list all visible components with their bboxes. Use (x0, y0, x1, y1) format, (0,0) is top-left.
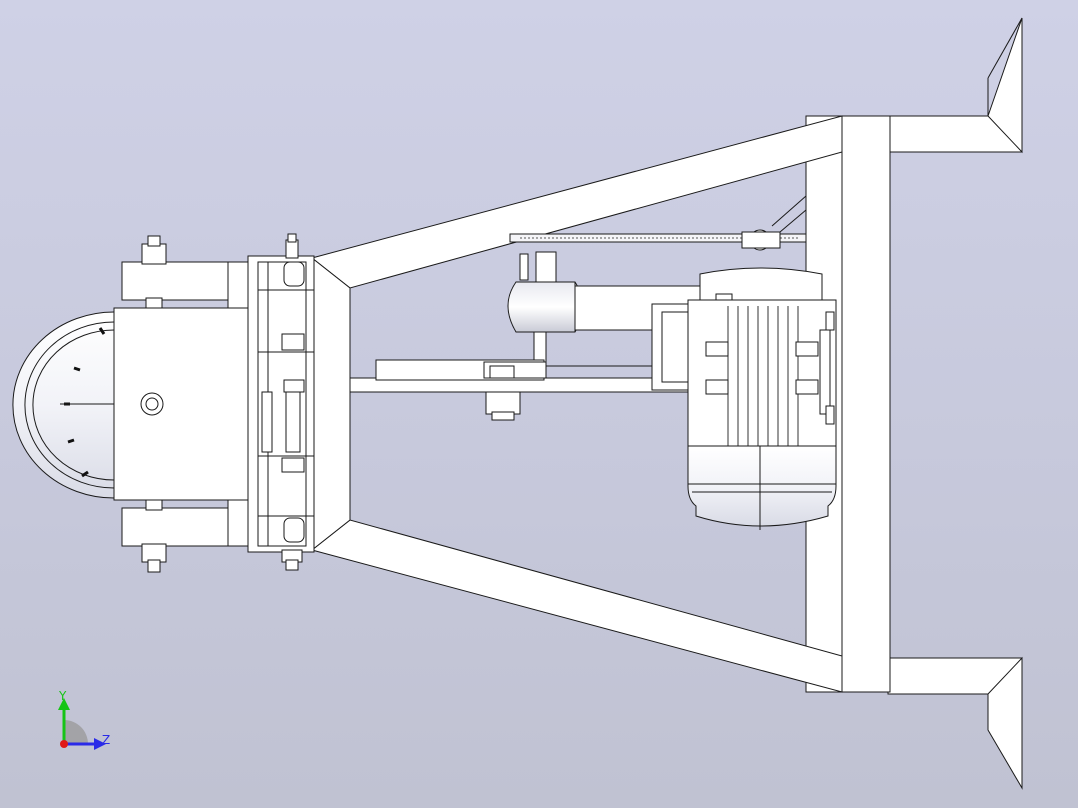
top-clamp-assembly (121, 235, 231, 309)
right-leg-bottom (887, 656, 1023, 790)
y-axis-arrowhead (58, 698, 70, 710)
frame-arm-lower (310, 519, 843, 693)
bracket-plates (247, 233, 315, 571)
view-orientation-triad[interactable]: Y Z (58, 689, 110, 750)
drive-belt (509, 229, 807, 251)
z-axis-label: Z (102, 733, 110, 747)
frame-arm-upper (310, 115, 843, 289)
drum-wheel (12, 311, 115, 499)
drive-shaft (349, 359, 689, 421)
right-leg-top (887, 17, 1023, 154)
x-axis-dot (60, 740, 68, 748)
frame-post-front (841, 115, 891, 693)
main-housing-block (113, 261, 261, 547)
electric-motor (651, 267, 837, 530)
z-axis-arrowhead (94, 738, 106, 750)
bottom-clamp-assembly (121, 499, 231, 573)
machine-model[interactable] (12, 17, 1023, 790)
frame-nose (311, 256, 351, 552)
y-axis-label: Y (58, 689, 67, 703)
